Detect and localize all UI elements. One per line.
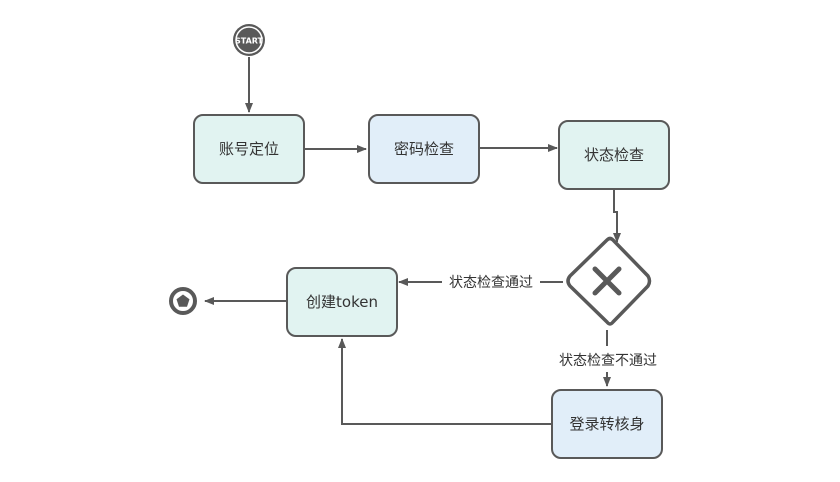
edge-label-pass: 状态检查通过 — [449, 275, 533, 291]
edge-status-to-gateway[interactable] — [613, 190, 621, 243]
end-event[interactable] — [169, 287, 197, 315]
task-create-token[interactable]: 创建token — [286, 267, 398, 337]
pentagon-icon — [176, 294, 190, 307]
task-login-to-verify[interactable]: 登录转核身 — [551, 389, 663, 459]
edges — [204, 57, 621, 425]
start-event[interactable]: START — [233, 24, 265, 56]
task-password-check[interactable]: 密码检查 — [368, 114, 480, 184]
exclusive-gateway[interactable] — [566, 236, 652, 326]
task-label: 登录转核身 — [569, 415, 644, 433]
start-label: START — [235, 37, 264, 46]
task-account-locate[interactable]: 账号定位 — [193, 114, 305, 184]
task-label: 账号定位 — [219, 140, 279, 158]
task-label: 状态检查 — [584, 146, 644, 164]
edge-label-fail: 状态检查不通过 — [559, 353, 657, 369]
task-label: 密码检查 — [394, 140, 454, 158]
edge-verify-to-token[interactable] — [338, 338, 552, 425]
task-status-check[interactable]: 状态检查 — [558, 120, 670, 190]
x-icon — [592, 266, 622, 296]
task-label: 创建token — [306, 293, 378, 311]
